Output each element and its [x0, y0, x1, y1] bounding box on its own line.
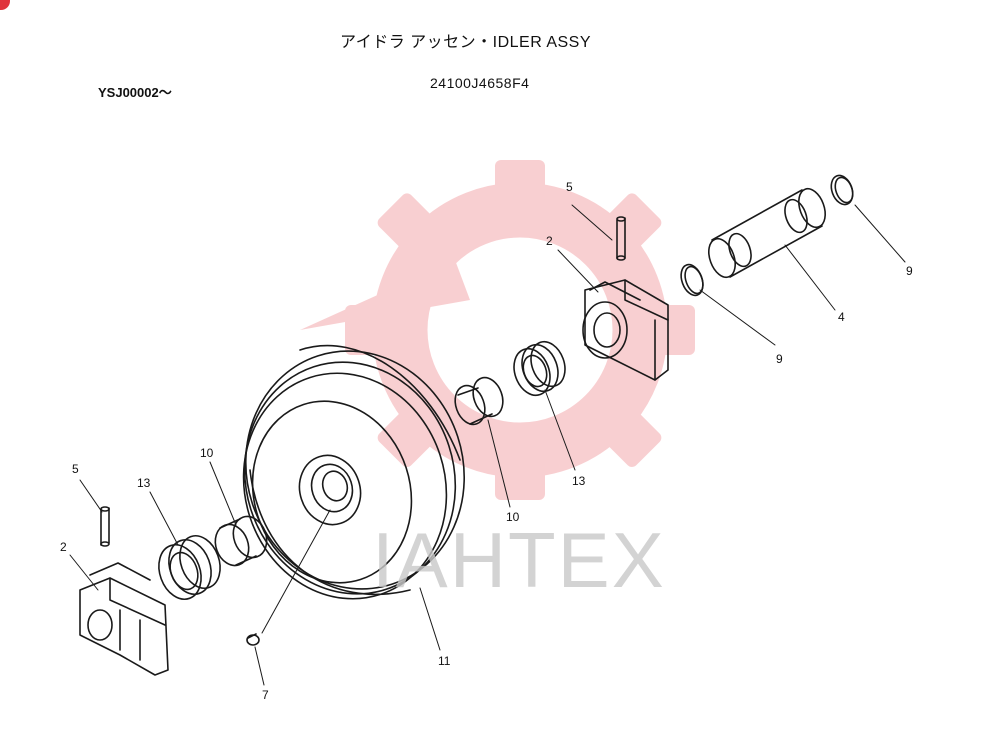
o-ring-mid: [680, 263, 704, 297]
callout-5-right: 5: [566, 180, 573, 194]
support-bracket-left: [79, 562, 169, 676]
callout-11: 11: [438, 654, 451, 668]
callout-4: 4: [838, 310, 845, 324]
callout-9-mid: 9: [776, 352, 783, 366]
floating-seal-right: [513, 340, 566, 397]
plug: [246, 633, 260, 646]
callout-2-right: 2: [546, 234, 553, 248]
callout-10-left: 10: [200, 446, 214, 460]
callout-13-left: 13: [137, 476, 151, 490]
part-number: 24100J4658F4: [430, 75, 530, 91]
watermark-text: IAHTEX: [372, 516, 666, 604]
callout-13-right: 13: [572, 474, 586, 488]
bushing-right: [454, 376, 504, 426]
callout-7: 7: [262, 688, 269, 702]
bushing-left: [214, 515, 268, 567]
callout-9-right: 9: [906, 264, 913, 278]
diagram-title: アイドラ アッセン・IDLER ASSY: [340, 34, 592, 51]
watermark-gear-logo: [300, 160, 695, 500]
o-ring-right: [830, 174, 854, 206]
floating-seal-left: [158, 535, 221, 600]
corner-badge: [0, 0, 10, 10]
lock-pin-right: [616, 216, 626, 261]
callout-5-left: 5: [72, 462, 79, 476]
lock-pin-left: [100, 506, 110, 547]
idler-wheel: [242, 344, 466, 600]
support-bracket-right: [582, 279, 669, 381]
serial-range: YSJ00002～: [98, 85, 172, 100]
idler-shaft: [708, 187, 826, 279]
callout-10-right: 10: [506, 510, 520, 524]
leader-lines: [69, 204, 906, 686]
callout-2-left: 2: [60, 540, 67, 554]
